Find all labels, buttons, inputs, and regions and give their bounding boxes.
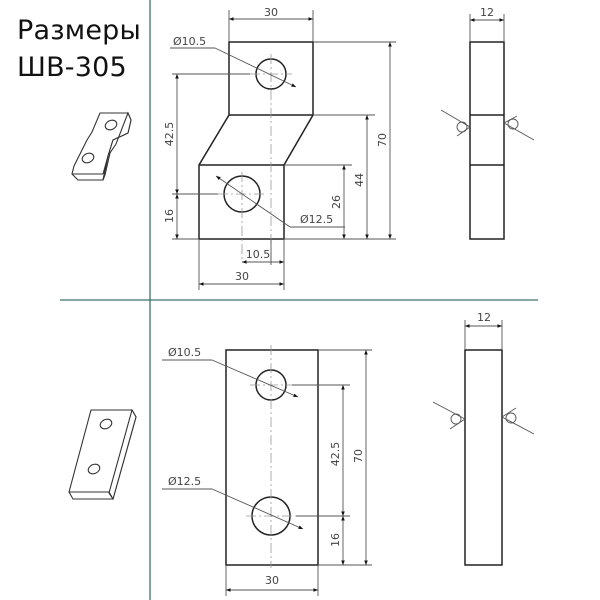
bottom-side-view: 12 [432, 311, 535, 566]
dim-top-lower-block: 26 [330, 195, 343, 209]
weld-symbol-icon [501, 407, 535, 435]
dim-bottom-bottom-hole: 16 [329, 533, 342, 547]
top-front-view: 30 Ø10.5 Ø12.5 42.5 16 26 44 70 10.5 [163, 6, 396, 290]
dim-bottom-thickness: 12 [477, 311, 491, 324]
dim-bottom-total-height: 70 [352, 449, 365, 463]
weld-symbol-icon [503, 115, 535, 141]
dim-top-hole-spacing: 42.5 [163, 122, 176, 147]
dim-bottom-width: 30 [265, 574, 279, 587]
dim-bottom-hole-bottom: Ø12.5 [168, 475, 201, 488]
top-isometric-icon [71, 111, 132, 181]
dim-top-thickness: 12 [480, 6, 494, 19]
dim-top-width: 30 [264, 6, 278, 19]
dim-top-hole-bottom: Ø12.5 [300, 213, 333, 226]
title-line-2: ШВ-305 [17, 52, 127, 83]
weld-symbol-icon [440, 109, 471, 137]
bottom-isometric-icon [68, 408, 137, 501]
dim-top-offset: 10.5 [246, 248, 271, 261]
dim-bottom-hole-top: Ø10.5 [168, 346, 201, 359]
dim-top-bottom-hole: 16 [163, 209, 176, 223]
dim-top-step-height: 44 [353, 173, 366, 187]
dim-bottom-hole-spacing: 42.5 [329, 442, 342, 467]
bottom-front-view: Ø10.5 Ø12.5 42.5 16 70 30 [162, 345, 372, 596]
top-side-view: 12 [440, 6, 535, 240]
dim-top-bottom-width: 30 [235, 270, 249, 283]
dim-top-hole-top: Ø10.5 [173, 35, 206, 48]
dim-top-total-height: 70 [376, 133, 389, 147]
weld-symbol-icon [432, 401, 466, 430]
title-line-1: Размеры [17, 15, 142, 46]
